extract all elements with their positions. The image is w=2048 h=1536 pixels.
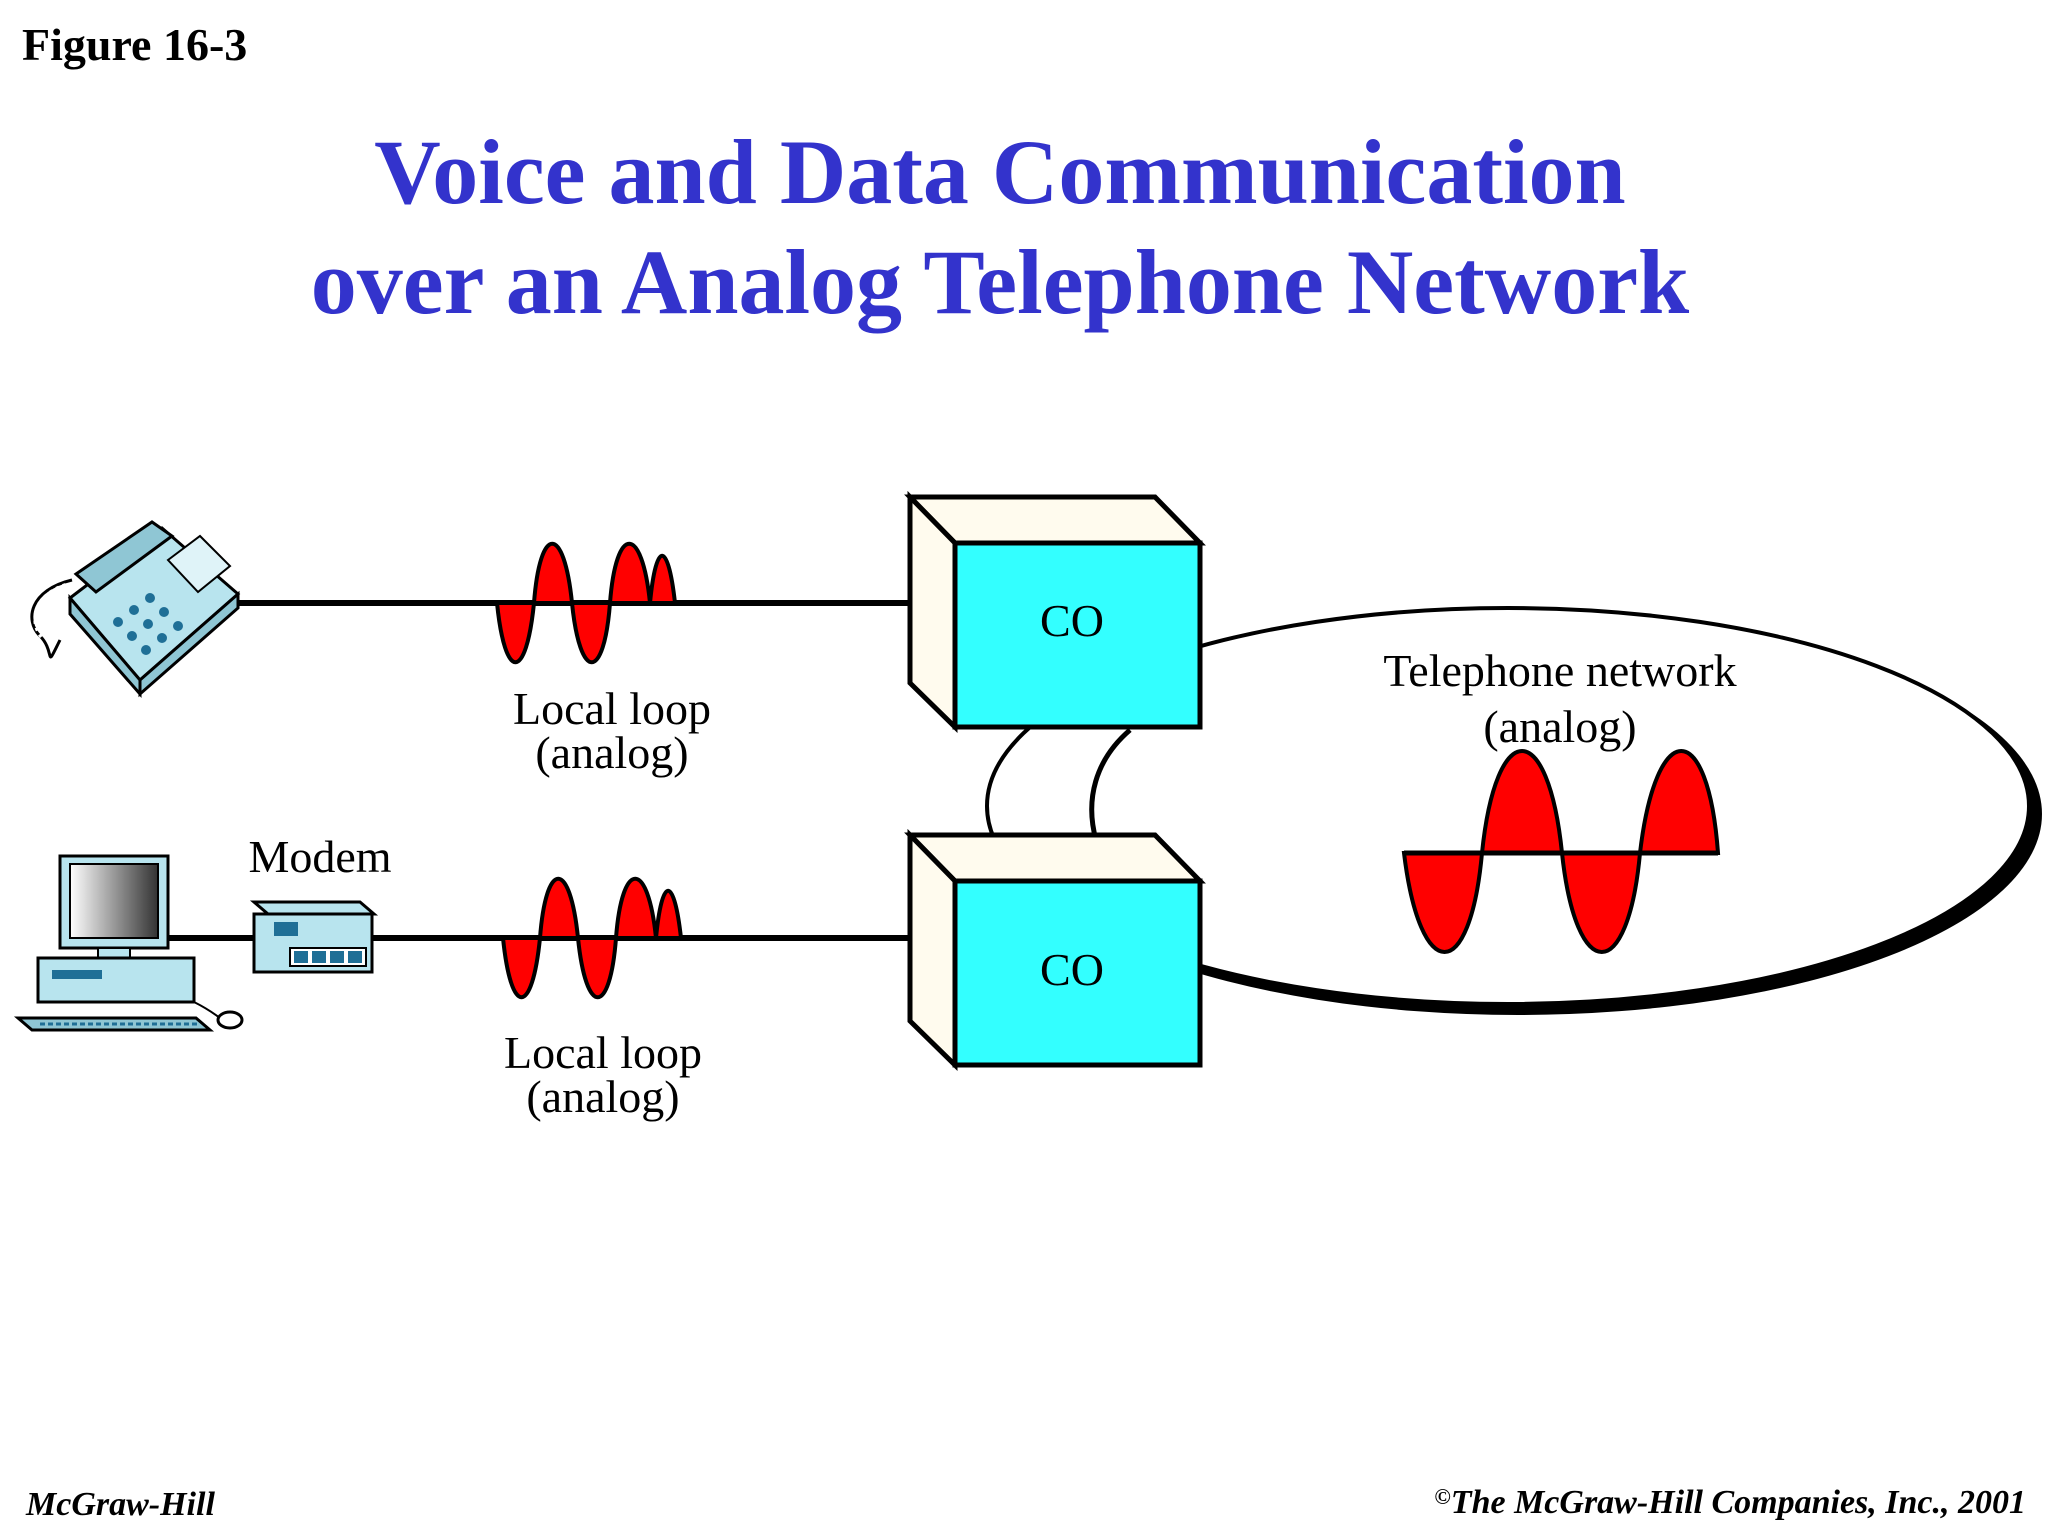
title-line-2: over an Analog Telephone Network <box>310 231 1690 333</box>
telephone-icon <box>30 520 241 698</box>
top-loop-label-line-1: Local loop <box>513 683 711 734</box>
bottom-loop-wave <box>500 876 684 1000</box>
copyright-notice: ©The McGraw-Hill Companies, Inc., 2001 <box>1434 1484 2026 1522</box>
bottom-loop-label-line-1: Local loop <box>504 1027 702 1078</box>
co-top-label: CO <box>1040 595 1104 646</box>
computer-icon <box>13 854 244 1032</box>
top-loop-label-line-2: (analog) <box>535 727 688 778</box>
co-link <box>1089 728 1132 841</box>
co-box-bottom <box>904 828 1206 1071</box>
title-line-1: Voice and Data Communication <box>374 121 1626 223</box>
copyright-symbol: © <box>1434 1484 1451 1509</box>
network-label-line-1: Telephone network <box>1383 645 1736 696</box>
co-bottom-label: CO <box>1040 944 1104 995</box>
co-box-top <box>904 490 1206 733</box>
figure-label: Figure 16-3 <box>22 19 248 70</box>
modem-icon <box>249 900 379 974</box>
network-wave <box>1401 749 1721 954</box>
modem-label: Modem <box>248 831 391 882</box>
top-loop-wave <box>494 541 678 665</box>
copyright-text: The McGraw-Hill Companies, Inc., 2001 <box>1450 1484 2026 1521</box>
bottom-loop-label-line-2: (analog) <box>526 1071 679 1122</box>
publisher-logo: McGraw-Hill <box>26 1486 215 1523</box>
network-label-line-2: (analog) <box>1483 701 1636 752</box>
